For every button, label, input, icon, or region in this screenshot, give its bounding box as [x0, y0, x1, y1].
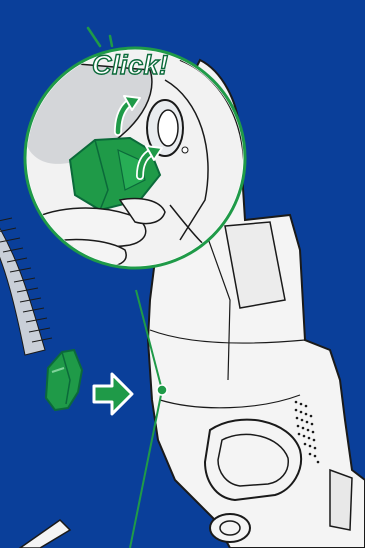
- callout-leader: [129, 289, 168, 548]
- click-callout-text: Click!: [91, 50, 169, 80]
- vent-grille: [294, 400, 320, 464]
- vacuum-hose: [0, 217, 53, 356]
- wand-tube: [18, 519, 72, 548]
- insert-arrow-icon: [92, 372, 134, 416]
- green-cap-part: [44, 348, 84, 412]
- click-spark-icon: [86, 26, 114, 48]
- click-arrow-icon: [114, 95, 163, 180]
- detail-callout: [23, 26, 247, 270]
